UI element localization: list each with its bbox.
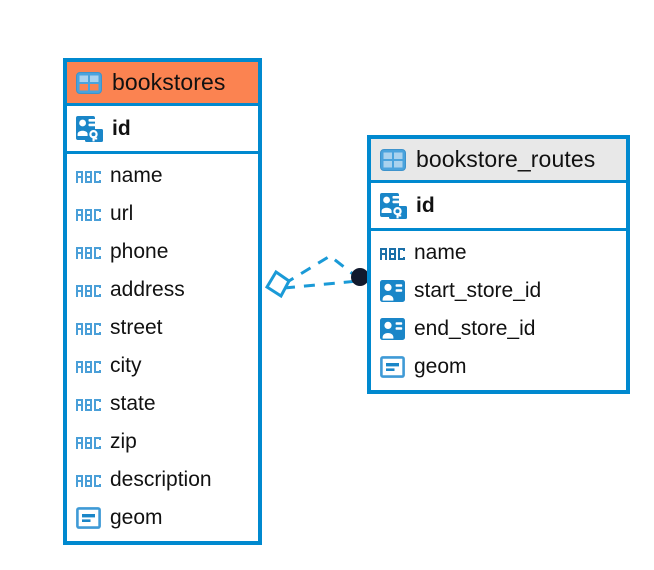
- entity-bookstore-routes-header[interactable]: bookstore_routes: [371, 139, 626, 183]
- field-row-bookstores-state[interactable]: state: [67, 385, 258, 423]
- field-row-bookstores-city[interactable]: city: [67, 347, 258, 385]
- abc-text-icon: [380, 248, 405, 260]
- entity-bookstores[interactable]: bookstores id: [63, 58, 262, 545]
- field-row-bookstores-name[interactable]: name: [67, 157, 258, 195]
- relationship-line-lower: [283, 279, 359, 290]
- field-row-bookstores-phone[interactable]: phone: [67, 233, 258, 271]
- relationship-diamond-endpoint: [264, 269, 291, 299]
- abc-text-icon: [76, 437, 101, 449]
- field-label-bookstores-name: name: [110, 164, 163, 187]
- primary-key-icon: [76, 115, 103, 142]
- field-label-bookstores-geom: geom: [110, 506, 163, 529]
- table-icon: [76, 71, 102, 94]
- field-row-bookstores-street[interactable]: street: [67, 309, 258, 347]
- field-label-bookstores-state: state: [110, 392, 156, 415]
- field-row-routes-geom[interactable]: geom: [371, 348, 626, 386]
- primary-key-icon: [380, 192, 407, 219]
- field-row-routes-id[interactable]: id: [371, 183, 626, 228]
- abc-text-icon: [76, 361, 101, 373]
- foreign-key-icon: [380, 280, 405, 302]
- abc-text-icon: [76, 209, 101, 221]
- abc-text-icon: [76, 285, 101, 297]
- field-label-bookstores-zip: zip: [110, 430, 137, 453]
- field-row-routes-name[interactable]: name: [371, 234, 626, 272]
- entity-bookstores-field-list: name url: [67, 154, 258, 541]
- foreign-key-icon: [380, 318, 405, 340]
- field-label-routes-id: id: [416, 193, 435, 217]
- field-row-bookstores-id[interactable]: id: [67, 106, 258, 151]
- entity-bookstores-header[interactable]: bookstores: [67, 62, 258, 106]
- entity-bookstore-routes-pk-section: id: [371, 183, 626, 231]
- entity-bookstore-routes-field-list: name start_store_id: [371, 231, 626, 390]
- entity-bookstores-pk-section: id: [67, 106, 258, 154]
- field-row-bookstores-geom[interactable]: geom: [67, 499, 258, 537]
- field-label-bookstores-city: city: [110, 354, 142, 377]
- field-label-routes-end-store-id: end_store_id: [414, 317, 536, 340]
- abc-text-icon: [76, 399, 101, 411]
- abc-text-icon: [76, 475, 101, 487]
- field-row-routes-start-store-id[interactable]: start_store_id: [371, 272, 626, 310]
- geometry-icon: [76, 507, 101, 529]
- entity-bookstore-routes-title: bookstore_routes: [416, 146, 596, 172]
- field-label-routes-start-store-id: start_store_id: [414, 279, 542, 302]
- field-label-routes-name: name: [414, 241, 467, 264]
- field-row-bookstores-url[interactable]: url: [67, 195, 258, 233]
- field-label-bookstores-street: street: [110, 316, 163, 339]
- geometry-icon: [380, 356, 405, 378]
- field-row-routes-end-store-id[interactable]: end_store_id: [371, 310, 626, 348]
- field-row-bookstores-address[interactable]: address: [67, 271, 258, 309]
- abc-text-icon: [76, 323, 101, 335]
- entity-bookstore-routes[interactable]: bookstore_routes id: [367, 135, 630, 394]
- field-row-bookstores-description[interactable]: description: [67, 461, 258, 499]
- abc-text-icon: [76, 247, 101, 259]
- field-label-bookstores-address: address: [110, 278, 185, 301]
- relationship-line-upper: [283, 254, 359, 286]
- entity-bookstores-title: bookstores: [112, 69, 226, 95]
- abc-text-icon: [76, 171, 101, 183]
- field-label-bookstores-url: url: [110, 202, 134, 225]
- field-label-routes-geom: geom: [414, 355, 467, 378]
- field-label-bookstores-phone: phone: [110, 240, 169, 263]
- field-label-bookstores-id: id: [112, 116, 131, 140]
- field-row-bookstores-zip[interactable]: zip: [67, 423, 258, 461]
- field-label-bookstores-description: description: [110, 468, 212, 491]
- table-icon: [380, 148, 406, 171]
